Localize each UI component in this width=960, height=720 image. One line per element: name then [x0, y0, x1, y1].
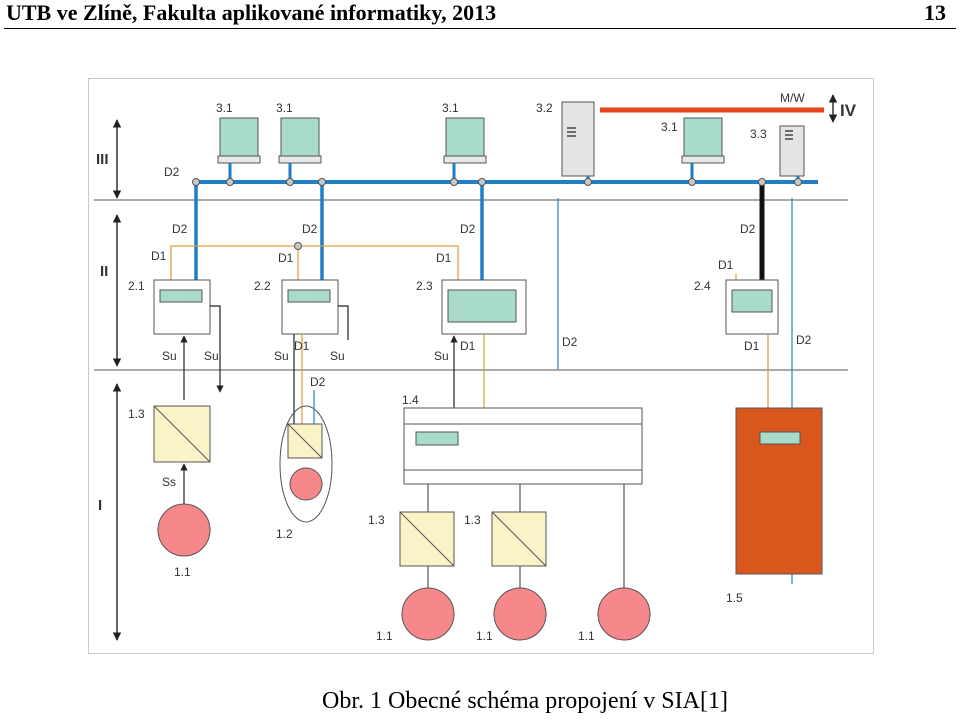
d1-label: D1 [294, 339, 310, 353]
smart-sensor-1-2 [279, 405, 333, 523]
bus-nodes [192, 178, 802, 186]
device-label: 1.1 [476, 629, 493, 643]
level-label-ii: II [100, 263, 108, 280]
server-3-3 [779, 125, 805, 177]
d2-label: D2 [164, 165, 180, 179]
computer-3-1 [217, 117, 261, 182]
device-label: 1.1 [578, 629, 595, 643]
device-1-5 [735, 407, 823, 575]
level-label-iii: III [96, 151, 109, 168]
d2-label: D2 [796, 333, 812, 347]
converter-1-3 [399, 511, 455, 567]
caption-prefix: Obr. 1 [322, 688, 383, 714]
d1-label: D1 [278, 251, 294, 265]
d2-label: D2 [310, 375, 326, 389]
su-label: Su [434, 349, 449, 363]
controller-label: 2.4 [694, 279, 711, 293]
converter-label: 1.3 [368, 513, 385, 527]
sensor-1-1 [597, 587, 651, 641]
plc-1-4 [403, 407, 643, 485]
controller-2-3 [441, 279, 527, 335]
server-label: 3.3 [750, 127, 767, 141]
controller-2-2 [281, 279, 339, 335]
level-label-i: I [98, 497, 102, 514]
d1-label: D1 [151, 249, 167, 263]
computer-label: 3.1 [216, 101, 233, 115]
controller-2-1 [153, 279, 211, 335]
d2-label: D2 [740, 222, 756, 236]
sensor-1-1 [493, 587, 547, 641]
d2-label: D2 [562, 335, 578, 349]
device-label: 1.1 [174, 565, 191, 579]
su-label: Su [274, 349, 289, 363]
d2-label: D2 [302, 222, 318, 236]
page-header-title: UTB ve Zlíně, Fakulta aplikované informa… [6, 0, 497, 25]
page-number: 13 [924, 0, 946, 25]
device-label: 1.5 [726, 591, 743, 605]
level-label-iv: IV [840, 101, 857, 120]
controller-label: 2.3 [416, 279, 433, 293]
converter-1-3 [153, 405, 211, 463]
converter-label: 1.3 [464, 513, 481, 527]
d1-label: D1 [436, 251, 452, 265]
su-label: Su [330, 349, 345, 363]
d1-label: D1 [460, 339, 476, 353]
computer-label: 3.1 [276, 101, 293, 115]
figure-caption: Obr. 1 Obecné schéma propojení v SIA[1] [0, 688, 960, 715]
caption-text: Obecné schéma propojení v SIA[1] [382, 688, 728, 714]
converter-label: 1.3 [128, 407, 145, 421]
device-label: 1.1 [376, 629, 393, 643]
converter-1-3 [491, 511, 547, 567]
su-label: Su [204, 349, 219, 363]
mw-label: M/W [780, 91, 805, 105]
server-3-2 [561, 101, 595, 177]
sensor-1-1 [157, 503, 211, 557]
computer-label: 3.1 [661, 120, 678, 134]
controller-label: 2.2 [254, 279, 271, 293]
server-label: 3.2 [536, 101, 553, 115]
computer-3-1 [681, 117, 725, 182]
controller-label: 2.1 [128, 279, 145, 293]
d1-label: D1 [744, 339, 760, 353]
header-rule [4, 28, 956, 29]
device-label: 1.4 [402, 393, 419, 407]
ss-label: Ss [162, 475, 176, 489]
computer-3-1 [443, 117, 487, 182]
d1-label: D1 [718, 258, 734, 272]
computer-label: 3.1 [442, 101, 459, 115]
d2-label: D2 [172, 222, 188, 236]
sensor-1-1 [401, 587, 455, 641]
device-label: 1.2 [276, 527, 293, 541]
controller-2-4 [725, 279, 779, 335]
d2-label: D2 [460, 222, 476, 236]
sia-interconnection-diagram: III II I IV M/W D2 3.1 3.1 3.1 3.1 [88, 78, 874, 654]
su-label: Su [162, 349, 177, 363]
